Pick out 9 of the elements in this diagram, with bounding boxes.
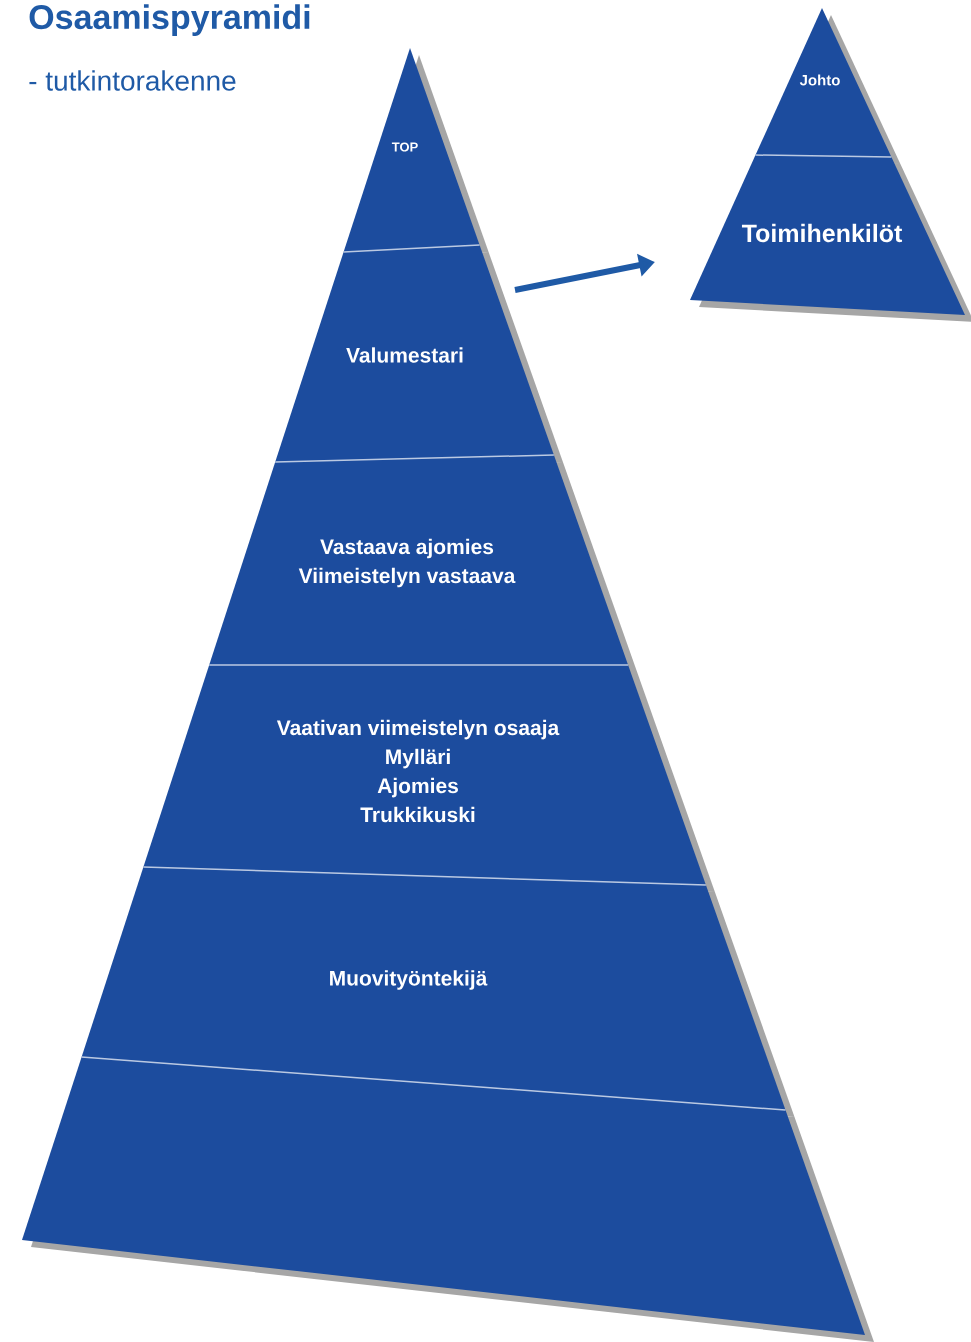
pyramid-band: [22, 1057, 874, 1342]
subtitle: - tutkintorakenne: [29, 70, 236, 91]
pyramid-band: TOP: [343, 48, 489, 259]
pyramid-band: Vastaava ajomies Viimeistelyn vastaava: [209, 455, 638, 672]
title: Osaamispyramidi: [29, 4, 310, 36]
pyramid-band: Vaativan viimeistelyn osaaja Mylläri Ajomies Trukkikuski: [143, 665, 715, 892]
pyramid-band: Toimihenkilöt: [690, 155, 971, 322]
pyramid-band: Johto: [755, 8, 901, 164]
pyramid-band: Valumestari: [275, 245, 563, 469]
